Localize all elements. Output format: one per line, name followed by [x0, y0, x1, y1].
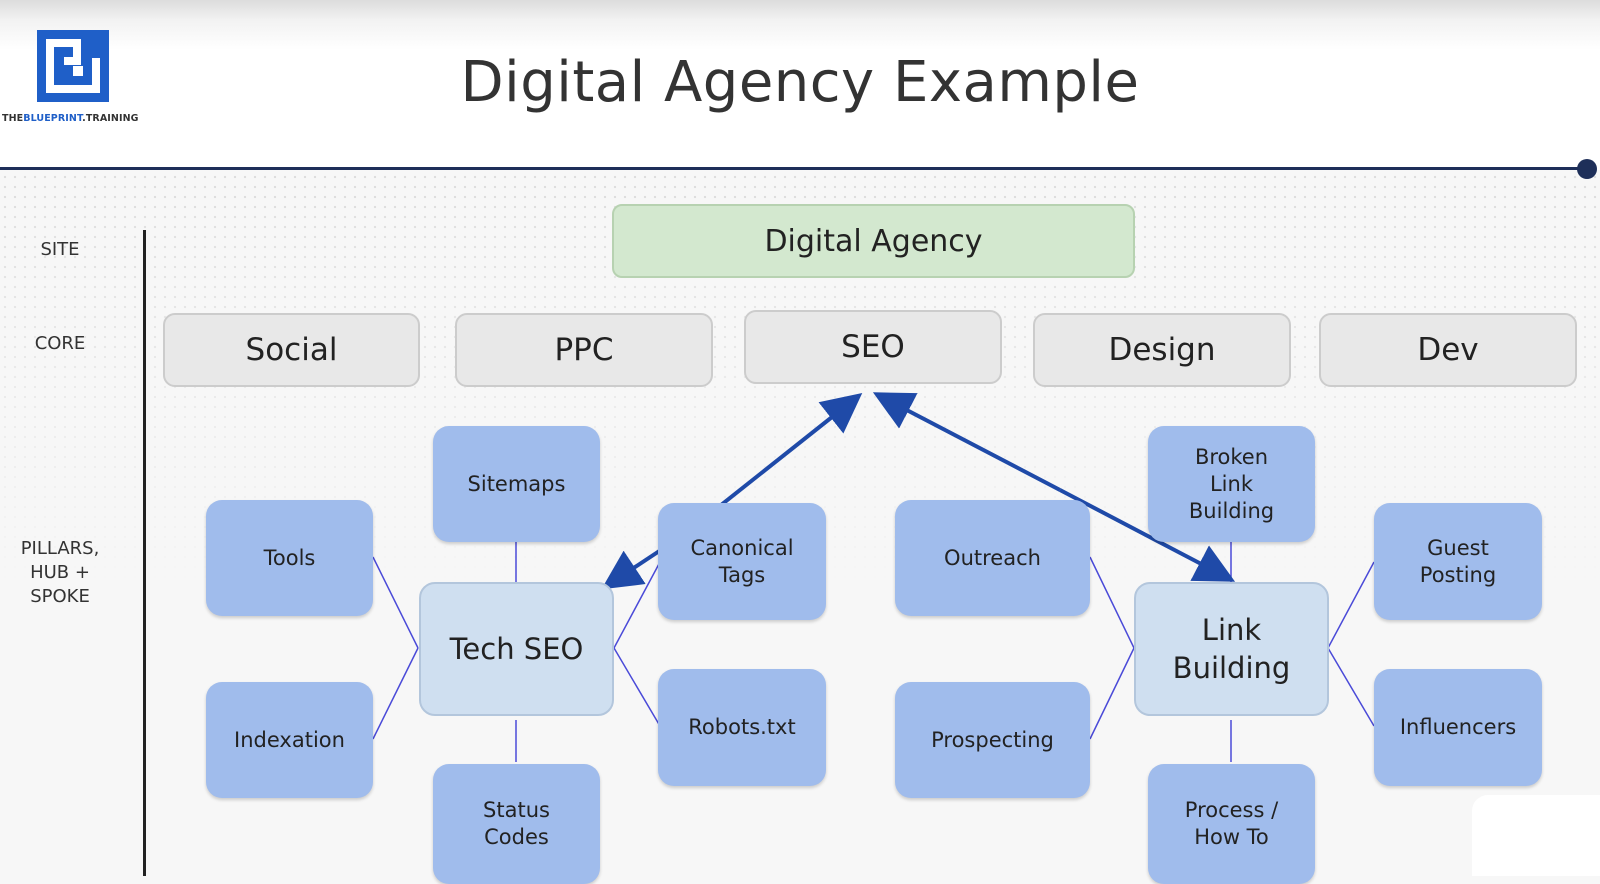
arrow-to-link-building — [1059, 488, 1236, 582]
header-band — [0, 0, 1600, 170]
hub-tech-seo: Tech SEO — [419, 582, 614, 716]
logo-wordmark: THEBLUEPRINT.TRAINING — [2, 113, 139, 124]
spoke-prospecting: Prospecting — [895, 682, 1090, 798]
page-title: Digital Agency Example — [460, 50, 1140, 115]
level-label-pillars: PILLARS, HUB + SPOKE — [20, 538, 100, 607]
spoke-outreach: Outreach — [895, 500, 1090, 616]
corner-overlay — [1472, 795, 1600, 876]
spoke-tools: Tools — [206, 500, 373, 616]
connector-indexation — [372, 647, 419, 740]
spoke-process-how-to: Process / How To — [1148, 764, 1315, 884]
logo: THEBLUEPRINT.TRAINING — [0, 26, 150, 136]
connector-canonical-tags — [613, 561, 661, 649]
spoke-status-codes: Status Codes — [433, 764, 600, 884]
spoke-sitemaps: Sitemaps — [433, 426, 600, 542]
site-box: Digital Agency — [612, 204, 1135, 278]
core-box-social: Social — [163, 313, 420, 387]
connector-prospecting — [1089, 647, 1135, 740]
blueprint-logo-icon — [37, 30, 109, 102]
header-rule-dot — [1577, 159, 1597, 179]
spoke-influencers: Influencers — [1374, 669, 1542, 786]
level-label-site: SITE — [40, 239, 80, 260]
spoke-robots-txt: Robots.txt — [658, 669, 826, 786]
connector-guest-posting — [1327, 561, 1375, 649]
core-box-ppc: PPC — [455, 313, 713, 387]
spoke-indexation: Indexation — [206, 682, 373, 798]
level-label-core: CORE — [34, 333, 86, 354]
connector-influencers — [1327, 647, 1375, 727]
connector-outreach — [1089, 556, 1135, 649]
spoke-broken-link-building: Broken Link Building — [1148, 426, 1315, 542]
connector-robots — [613, 647, 661, 727]
spoke-canonical-tags: Canonical Tags — [658, 503, 826, 620]
spoke-guest-posting: Guest Posting — [1374, 503, 1542, 620]
arrow-to-seo-right — [872, 392, 1061, 492]
core-box-seo: SEO — [744, 310, 1002, 384]
core-box-design: Design — [1033, 313, 1291, 387]
connector-tools — [372, 556, 419, 649]
header-rule — [0, 167, 1586, 170]
level-divider — [143, 230, 146, 876]
hub-link-building: Link Building — [1134, 582, 1329, 716]
core-box-dev: Dev — [1319, 313, 1577, 387]
